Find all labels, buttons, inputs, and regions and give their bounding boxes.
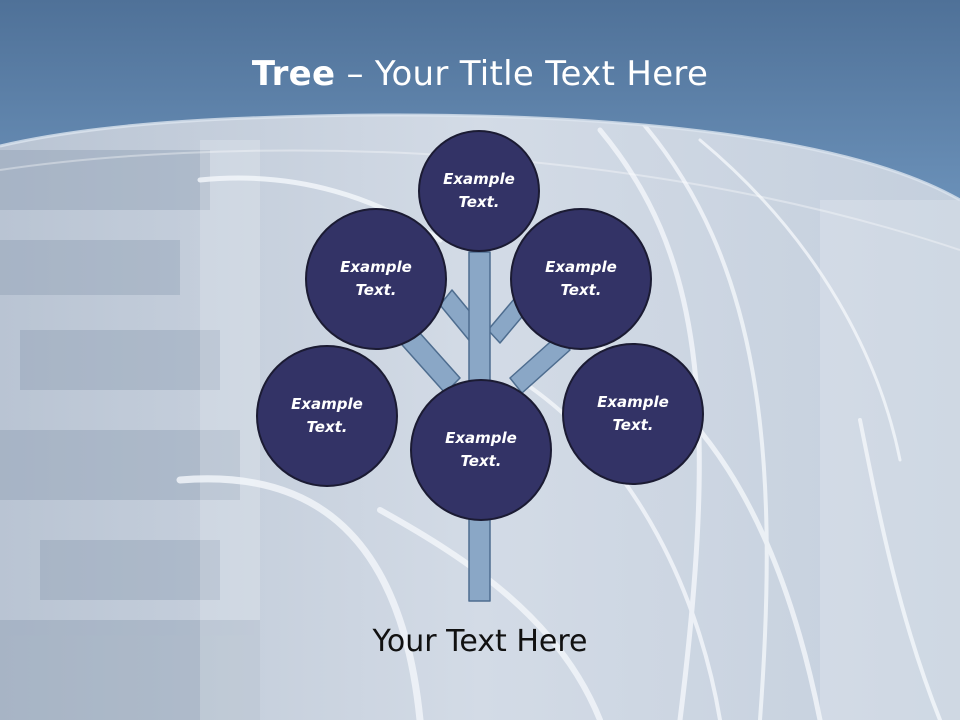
title-text: Your Title Text Here [374, 54, 709, 94]
tree-node-center[interactable]: Example Text. [410, 379, 552, 521]
title-emphasis: Tree [251, 54, 336, 94]
tree-node-label: Example Text. [340, 258, 412, 299]
tree-node-upper-left[interactable]: Example Text. [305, 208, 447, 350]
tree-node-label: Example Text. [291, 395, 363, 436]
tree-node-label: Example Text. [545, 258, 617, 299]
tree-node-top[interactable]: Example Text. [418, 130, 540, 252]
tree-node-lower-left[interactable]: Example Text. [256, 345, 398, 487]
tree-node-lower-right[interactable]: Example Text. [562, 343, 704, 485]
tree-node-label: Example Text. [597, 393, 669, 434]
tree-node-label: Example Text. [443, 170, 515, 211]
slide-caption: Your Text Here [372, 624, 588, 659]
slide-title: Tree – Your Title Text Here [0, 52, 960, 96]
title-separator: – [335, 54, 375, 94]
tree-node-upper-right[interactable]: Example Text. [510, 208, 652, 350]
tree-node-label: Example Text. [445, 429, 517, 470]
